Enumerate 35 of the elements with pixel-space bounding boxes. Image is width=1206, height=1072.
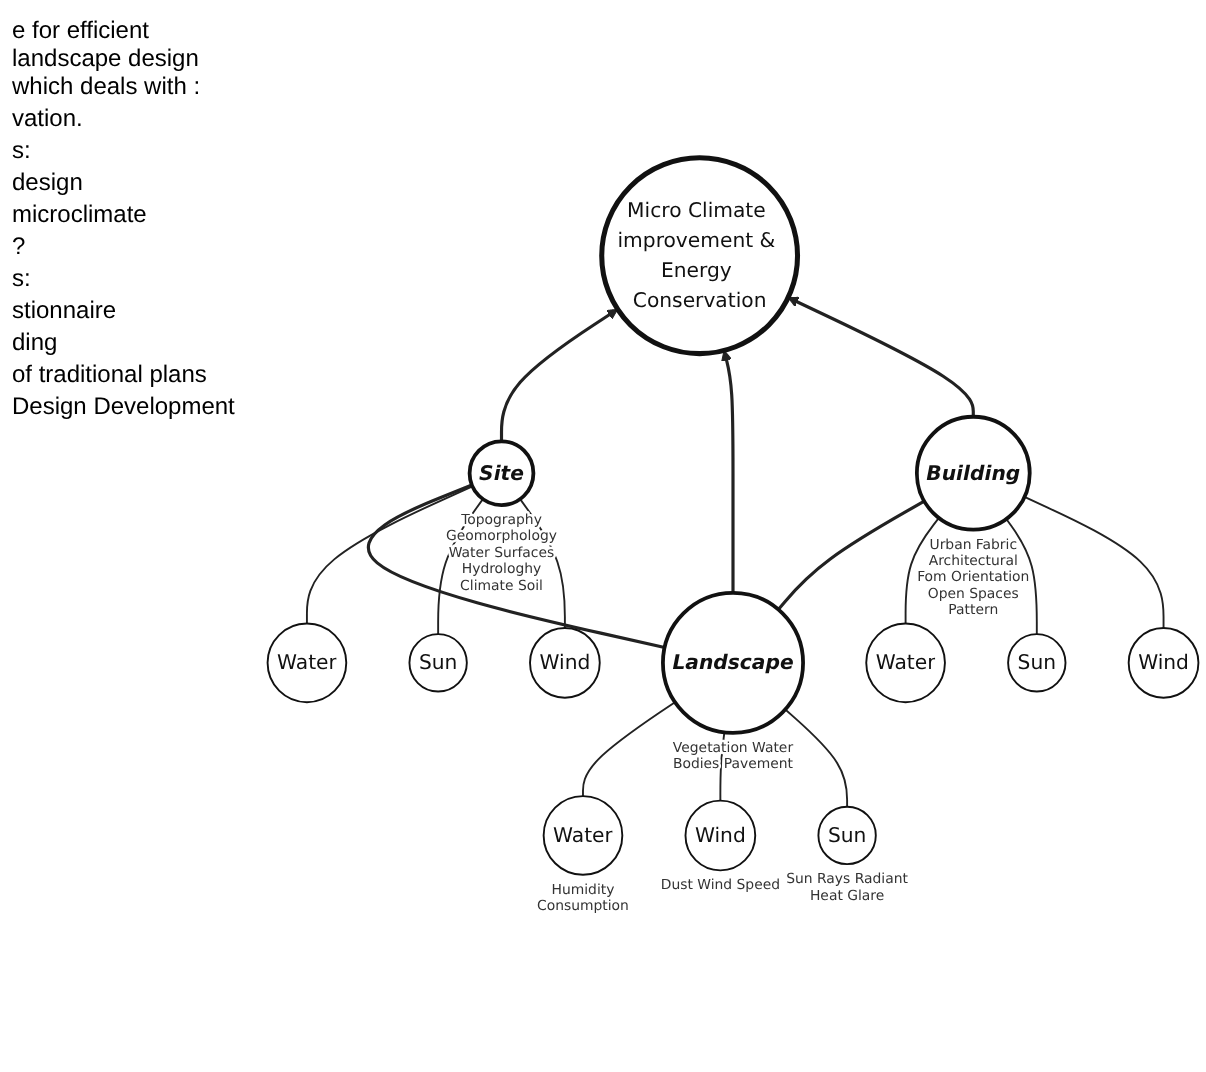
node-circle: Wind [684, 799, 757, 872]
slide-text: design [12, 168, 85, 196]
slide-text: microclimate [12, 200, 149, 228]
node-circle: Micro Climate improvement & Energy Conservation [599, 155, 801, 357]
slide-text: of traditional plans [12, 360, 209, 388]
connector [367, 483, 665, 649]
node-circle: Building [914, 414, 1032, 532]
slide-text: e for efficient landscape design which deals with : [12, 16, 203, 100]
node-circle: Wind [1127, 627, 1200, 699]
slide-text: vation. [12, 104, 85, 132]
slide-text: Design Development [12, 392, 237, 420]
node-circle: Wind [529, 627, 601, 699]
node-circle: Sun [1007, 633, 1067, 693]
connector [904, 517, 940, 625]
connector [777, 499, 926, 611]
node-circle: Sun [817, 805, 877, 866]
slide-text: s: [12, 264, 33, 292]
arrow [499, 308, 619, 442]
connector [582, 701, 676, 798]
connector [306, 485, 474, 625]
slide-text: stionnaire [12, 296, 119, 324]
connector [1023, 495, 1165, 629]
slide-text: s: [12, 136, 33, 164]
node-circle: Sun [408, 633, 468, 693]
node-circle: Site [467, 439, 536, 507]
node-circle: Water [266, 622, 348, 704]
node-circle: Water [542, 795, 624, 876]
slide-text: ding [12, 328, 60, 356]
slide-text: ? [12, 232, 28, 260]
node-circle: Landscape [661, 590, 805, 735]
arrow [721, 350, 735, 593]
node-circle: Water [865, 622, 946, 704]
connector [1005, 518, 1038, 636]
arrow [787, 296, 975, 417]
connector [784, 708, 849, 808]
